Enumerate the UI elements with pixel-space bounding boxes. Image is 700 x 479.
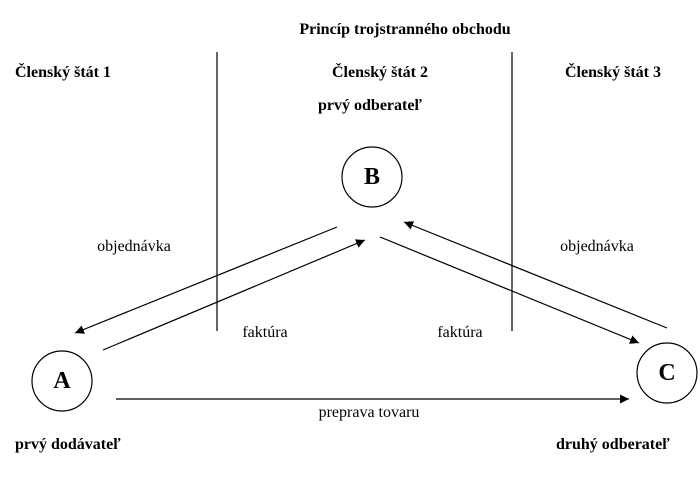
order-arrow-right [403, 221, 668, 329]
node-b-letter: B [363, 163, 380, 190]
state-1-header: Členský štát 1 [15, 64, 112, 81]
node-c-role: druhý odberateľ [556, 436, 670, 453]
node-b-circle [341, 146, 403, 208]
node-b-role: prvý odberateľ [318, 97, 422, 114]
state-2-header: Členský štát 2 [331, 64, 429, 81]
diagram-title: Princíp trojstranného obchodu [299, 21, 511, 38]
invoice-label-left: faktúra [242, 324, 288, 341]
node-c-circle [636, 342, 698, 404]
node-c-letter: C [658, 359, 676, 386]
state-3-header: Členský štát 3 [565, 64, 662, 81]
node-a-role: prvý dodávateľ [15, 436, 121, 453]
invoice-label-right: faktúra [437, 324, 483, 341]
order-arrow-left [74, 226, 338, 334]
order-label-left: objednávka [97, 238, 171, 255]
node-a-letter: A [53, 367, 71, 394]
invoice-arrow-right [379, 236, 640, 344]
invoice-arrow-left [102, 239, 366, 351]
transport-label: preprava tovaru [318, 404, 420, 421]
node-a-circle [31, 350, 93, 412]
order-label-right: objednávka [560, 238, 634, 255]
